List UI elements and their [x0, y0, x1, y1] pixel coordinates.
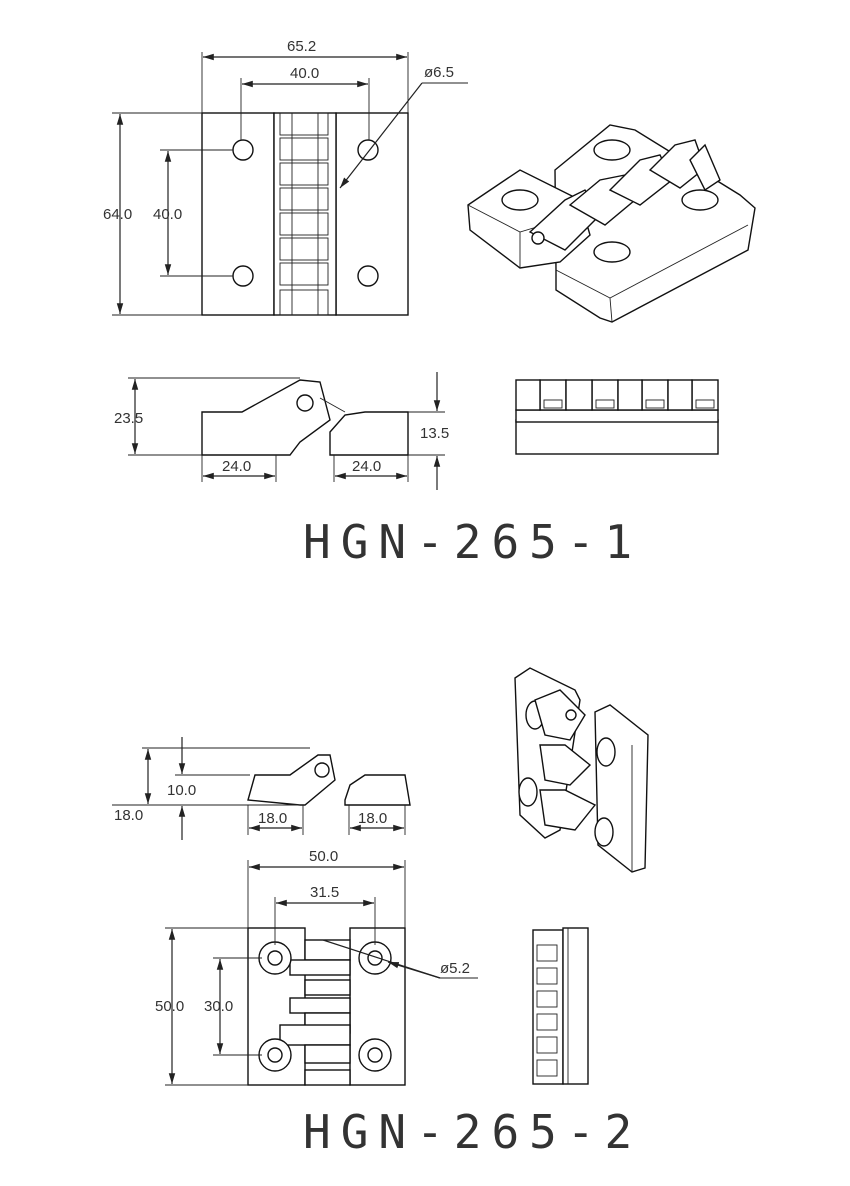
dim-hole-spacing-v-label: 40.0 [153, 206, 182, 223]
model-title-2: HGN-265-2 [303, 1105, 642, 1159]
dim-leaf-right-label: 24.0 [352, 458, 381, 475]
dim-hole-spacing-h-label: 40.0 [290, 65, 319, 82]
hgn-265-1-front-view: 65.2 40.0 ø6.5 64.0 40.0 [103, 38, 468, 316]
dim-height-2-label: 50.0 [155, 998, 184, 1015]
hgn-265-1-side-view: 23.5 13.5 24.0 24.0 [114, 372, 449, 490]
hgn-265-1-edge-view [515, 379, 719, 455]
dim-width-label: 65.2 [287, 38, 316, 55]
hgn-265-2-isometric-view [514, 667, 649, 873]
dim-side-thickness-label: 10.0 [167, 782, 196, 799]
dim-height-label: 64.0 [103, 206, 132, 223]
dim-hole-diameter-label: ø6.5 [424, 64, 454, 81]
hgn-265-2-side-view: 18.0 10.0 18.0 18.0 [112, 737, 411, 840]
dim-leaf-left-2-label: 18.0 [258, 810, 287, 827]
hgn-265-2-front-view: 50.0 31.5 ø5.2 50.0 30.0 [155, 848, 478, 1086]
hgn-265-1-isometric-view [467, 124, 756, 323]
dim-hole-spacing-v-2-label: 30.0 [204, 998, 233, 1015]
dim-hole-spacing-h-2-label: 31.5 [310, 884, 339, 901]
dim-side-height-2-label: 18.0 [114, 807, 143, 824]
dim-hole-diameter-2-label: ø5.2 [440, 960, 470, 977]
dim-leaf-right-2-label: 18.0 [358, 810, 387, 827]
model-title-1: HGN-265-1 [303, 515, 642, 569]
dim-width-2-label: 50.0 [309, 848, 338, 865]
dim-side-height-label: 23.5 [114, 410, 143, 427]
hgn-265-2-edge-view [532, 927, 589, 1085]
dim-leaf-thickness-label: 13.5 [420, 425, 449, 442]
dim-leaf-left-label: 24.0 [222, 458, 251, 475]
